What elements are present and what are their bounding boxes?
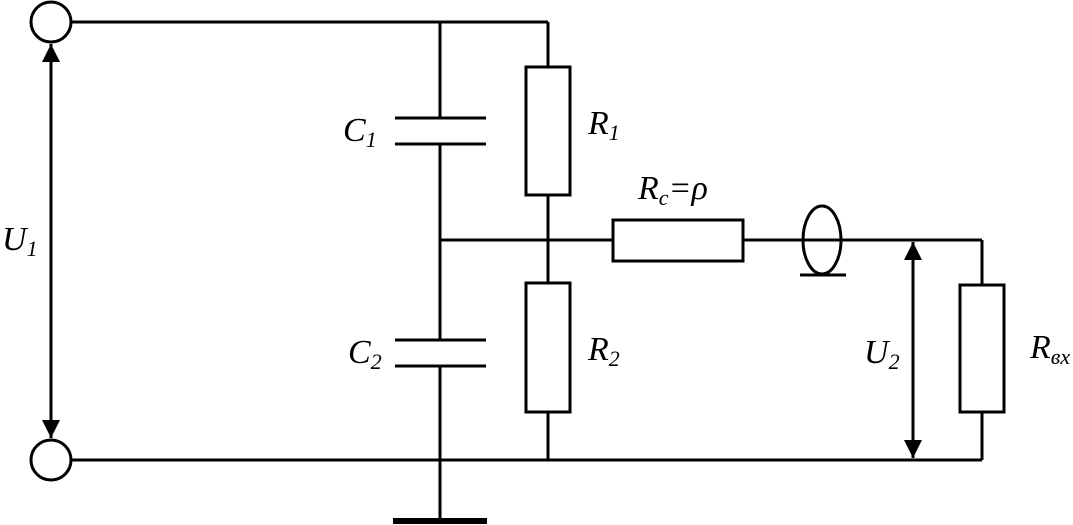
u1-label: U1 (2, 221, 38, 261)
cable-loop-symbol (800, 204, 846, 277)
resistor-rc (611, 218, 745, 263)
u2-label: U2 (864, 334, 900, 374)
wires (72, 20, 984, 520)
rin-label: Rвх (1029, 329, 1070, 369)
capacitor-c2 (395, 338, 486, 368)
c1-label: C1 (343, 112, 377, 152)
r1-label: R1 (587, 105, 620, 145)
input-terminal-bottom (29, 438, 73, 482)
resistor-r1 (524, 65, 572, 197)
resistor-rin (958, 283, 1006, 414)
c2-label: C2 (348, 334, 382, 374)
input-terminal-top (29, 0, 73, 44)
r2-label: R2 (587, 331, 620, 371)
capacitor-c1 (395, 116, 486, 146)
rc-label: Rc=ρ (637, 170, 708, 210)
resistor-r2 (524, 281, 572, 414)
